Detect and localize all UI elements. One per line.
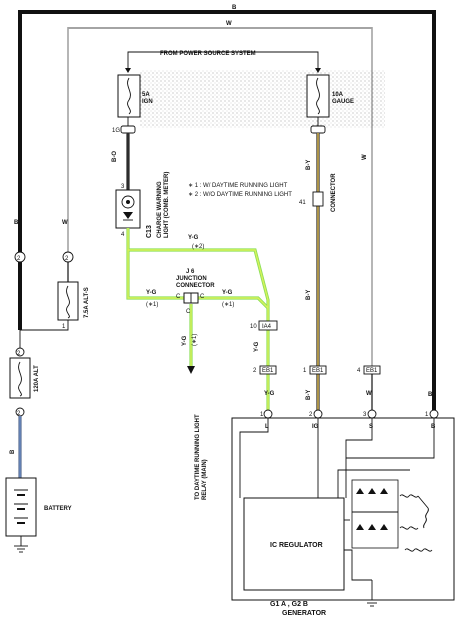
svg-text:2: 2 xyxy=(65,256,69,262)
battery-wire: 2 B xyxy=(10,407,25,478)
svg-text:C: C xyxy=(200,294,205,300)
svg-text:1: 1 xyxy=(62,324,66,330)
svg-text:∗ 2 : W/O DAYTIME RUNNING LIGH: ∗ 2 : W/O DAYTIME RUNNING LIGHT xyxy=(188,192,292,198)
ground-symbol xyxy=(364,580,380,607)
by-junction-connector: 41 CONNECTOR xyxy=(299,173,337,212)
svg-text:L: L xyxy=(265,424,269,430)
stipple-area xyxy=(140,70,385,128)
gauge-terminal xyxy=(310,125,326,134)
yg-network: Y-G (∗2) Y-G (∗1) Y-G (∗1) Y-G Y-G (∗1) xyxy=(126,228,270,418)
svg-text:W: W xyxy=(62,220,68,226)
svg-text:B: B xyxy=(14,220,19,226)
svg-text:IG: IG xyxy=(312,424,319,430)
generator-label: GENERATOR xyxy=(282,610,326,617)
svg-text:J 6: J 6 xyxy=(186,269,195,275)
eb1-connector-s: EB1 4 xyxy=(357,365,381,375)
svg-text:CONNECTOR: CONNECTOR xyxy=(331,173,337,212)
alt-fuse-120a: 120A ALT xyxy=(9,357,40,399)
yg-bottom-label: Y-G xyxy=(264,391,275,397)
eb1-connector-l: EB1 2 xyxy=(253,365,277,375)
svg-text:(∗1): (∗1) xyxy=(222,302,234,308)
svg-text:2: 2 xyxy=(253,368,257,374)
svg-text:EB1: EB1 xyxy=(262,368,274,374)
svg-text:(∗1): (∗1) xyxy=(146,302,158,308)
svg-text:2: 2 xyxy=(17,411,21,417)
battery: BATTERY xyxy=(5,477,72,553)
svg-text:B: B xyxy=(431,424,436,430)
svg-text:1: 1 xyxy=(303,368,307,374)
svg-text:10: 10 xyxy=(250,324,257,330)
svg-text:4: 4 xyxy=(357,368,361,374)
svg-text:IA4: IA4 xyxy=(262,324,272,330)
stator-coils xyxy=(399,494,433,552)
w-bottom-label: W xyxy=(366,391,372,397)
svg-text:Y-G: Y-G xyxy=(146,290,157,296)
svg-text:2: 2 xyxy=(309,412,313,418)
svg-text:Y-G: Y-G xyxy=(222,290,233,296)
legend-notes: ∗ 1 : W/ DAYTIME RUNNING LIGHT ∗ 2 : W/O… xyxy=(188,183,292,198)
svg-text:(∗2): (∗2) xyxy=(192,244,204,250)
generator: 1 2 3 1 L IG S B IC REGULATOR xyxy=(231,409,455,617)
relay-destination-label: TO DAYTIME RUNNING LIGHTRELAY (MAIN) xyxy=(195,414,208,500)
eb1-connector-ig: EB1 1 xyxy=(303,365,327,375)
generator-codes-label: G1 A , G2 B xyxy=(270,601,308,608)
svg-text:B-Y: B-Y xyxy=(306,390,312,400)
svg-text:41: 41 xyxy=(299,200,306,206)
svg-text:1: 1 xyxy=(425,412,429,418)
svg-text:C13: C13 xyxy=(146,225,153,238)
svg-text:3: 3 xyxy=(121,184,125,190)
left-b-wire: 2 B 2 xyxy=(14,220,26,357)
svg-text:B: B xyxy=(232,5,237,11)
svg-text:Y-G: Y-G xyxy=(188,235,199,241)
ign-terminal: 1G xyxy=(112,125,136,134)
ia4-connector: IA4 10 xyxy=(250,320,278,331)
svg-text:1: 1 xyxy=(260,412,264,418)
svg-text:7.5A ALT-S: 7.5A ALT-S xyxy=(84,287,90,318)
svg-text:EB1: EB1 xyxy=(312,368,324,374)
svg-text:CHARGE WARNINGLIGHT (COMB. MET: CHARGE WARNINGLIGHT (COMB. METER) xyxy=(157,172,170,238)
rectifier-bridge xyxy=(351,479,399,549)
svg-text:C: C xyxy=(176,294,181,300)
svg-text:4: 4 xyxy=(121,232,125,238)
svg-text:(∗1): (∗1) xyxy=(192,334,198,346)
svg-text:3: 3 xyxy=(363,412,367,418)
svg-text:1G: 1G xyxy=(112,128,120,134)
svg-text:EB1: EB1 xyxy=(366,368,378,374)
svg-text:2: 2 xyxy=(17,351,21,357)
ic-regulator-label: IC REGULATOR xyxy=(270,542,323,549)
w-right-wire: W xyxy=(362,154,368,160)
bo-wire: B-O 3 xyxy=(112,117,130,190)
svg-text:2: 2 xyxy=(17,256,21,262)
svg-text:B-Y: B-Y xyxy=(306,160,312,170)
svg-text:C: C xyxy=(186,309,191,315)
svg-text:FROM POWER SOURCE SYSTEM: FROM POWER SOURCE SYSTEM xyxy=(160,51,256,57)
svg-text:W: W xyxy=(226,21,232,27)
left-w-wire: 2 W xyxy=(62,220,74,282)
charge-warning-light: 4 C13 CHARGE WARNINGLIGHT (COMB. METER) xyxy=(115,172,170,238)
svg-text:B-O: B-O xyxy=(112,151,118,162)
top-w-wire: W xyxy=(67,21,373,370)
svg-text:Y-G: Y-G xyxy=(254,341,260,352)
svg-text:BATTERY: BATTERY xyxy=(44,506,72,512)
svg-text:B-Y: B-Y xyxy=(306,290,312,300)
svg-text:W: W xyxy=(362,154,368,160)
svg-text:B: B xyxy=(10,449,16,454)
svg-text:S: S xyxy=(369,424,373,430)
svg-text:120A ALT: 120A ALT xyxy=(34,365,40,392)
power-source-header: FROM POWER SOURCE SYSTEM xyxy=(125,51,321,73)
b-right-bottom-label: B xyxy=(428,392,433,398)
alt-s-fuse: 7.5A ALT-S 1 xyxy=(20,281,90,331)
svg-text:Y-G: Y-G xyxy=(182,335,188,346)
top-b-wire: B xyxy=(18,5,436,418)
svg-text:∗ 1 : W/ DAYTIME RUNNING LIGHT: ∗ 1 : W/ DAYTIME RUNNING LIGHT xyxy=(188,183,288,189)
